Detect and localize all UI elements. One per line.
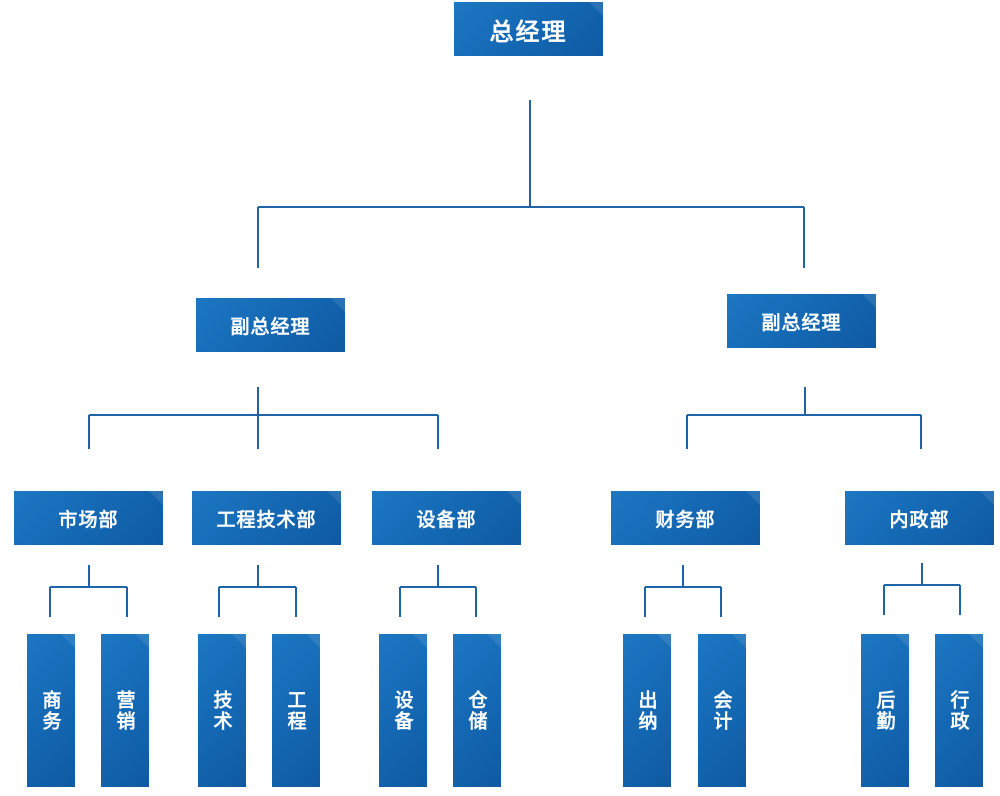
- unit-engineering-box: 工程: [272, 634, 320, 787]
- deputy-manager-right-box: 副总经理: [727, 294, 876, 348]
- dept-admin-box: 内政部: [845, 491, 994, 545]
- unit-administration-label: 行政: [947, 689, 970, 732]
- unit-technology-label: 技术: [210, 689, 233, 732]
- dept-engineering-box: 工程技术部: [192, 491, 341, 545]
- unit-administration-box: 行政: [935, 634, 983, 787]
- dept-admin-label: 内政部: [889, 508, 950, 531]
- unit-logistics-label: 后勤: [873, 689, 896, 732]
- general-manager-box: 总经理: [454, 2, 603, 56]
- dept-finance-label: 财务部: [655, 508, 716, 531]
- unit-business-label: 商务: [39, 689, 62, 732]
- dept-equipment-label: 设备部: [416, 508, 477, 531]
- dept-equipment-box: 设备部: [372, 491, 521, 545]
- unit-storage-label: 仓储: [465, 689, 488, 732]
- unit-cashier-label: 出纳: [635, 689, 658, 732]
- unit-marketing-box: 营销: [101, 634, 149, 787]
- dept-engineering-label: 工程技术部: [216, 508, 317, 531]
- general-manager-label: 总经理: [489, 17, 568, 46]
- unit-equipment-label: 设备: [391, 689, 414, 732]
- unit-cashier-box: 出纳: [623, 634, 671, 787]
- unit-equipment-box: 设备: [379, 634, 427, 787]
- unit-logistics-box: 后勤: [861, 634, 909, 787]
- unit-accounting-box: 会计: [698, 634, 746, 787]
- unit-accounting-label: 会计: [710, 689, 733, 732]
- unit-business-box: 商务: [27, 634, 75, 787]
- dept-market-label: 市场部: [58, 508, 119, 531]
- dept-finance-box: 财务部: [611, 491, 760, 545]
- unit-marketing-label: 营销: [113, 689, 136, 732]
- unit-technology-box: 技术: [198, 634, 246, 787]
- deputy-manager-left-box: 副总经理: [196, 298, 345, 352]
- deputy-manager-left-label: 副总经理: [230, 315, 311, 338]
- unit-engineering-label: 工程: [284, 689, 307, 732]
- dept-market-box: 市场部: [14, 491, 163, 545]
- unit-storage-box: 仓储: [453, 634, 501, 787]
- deputy-manager-right-label: 副总经理: [761, 311, 842, 334]
